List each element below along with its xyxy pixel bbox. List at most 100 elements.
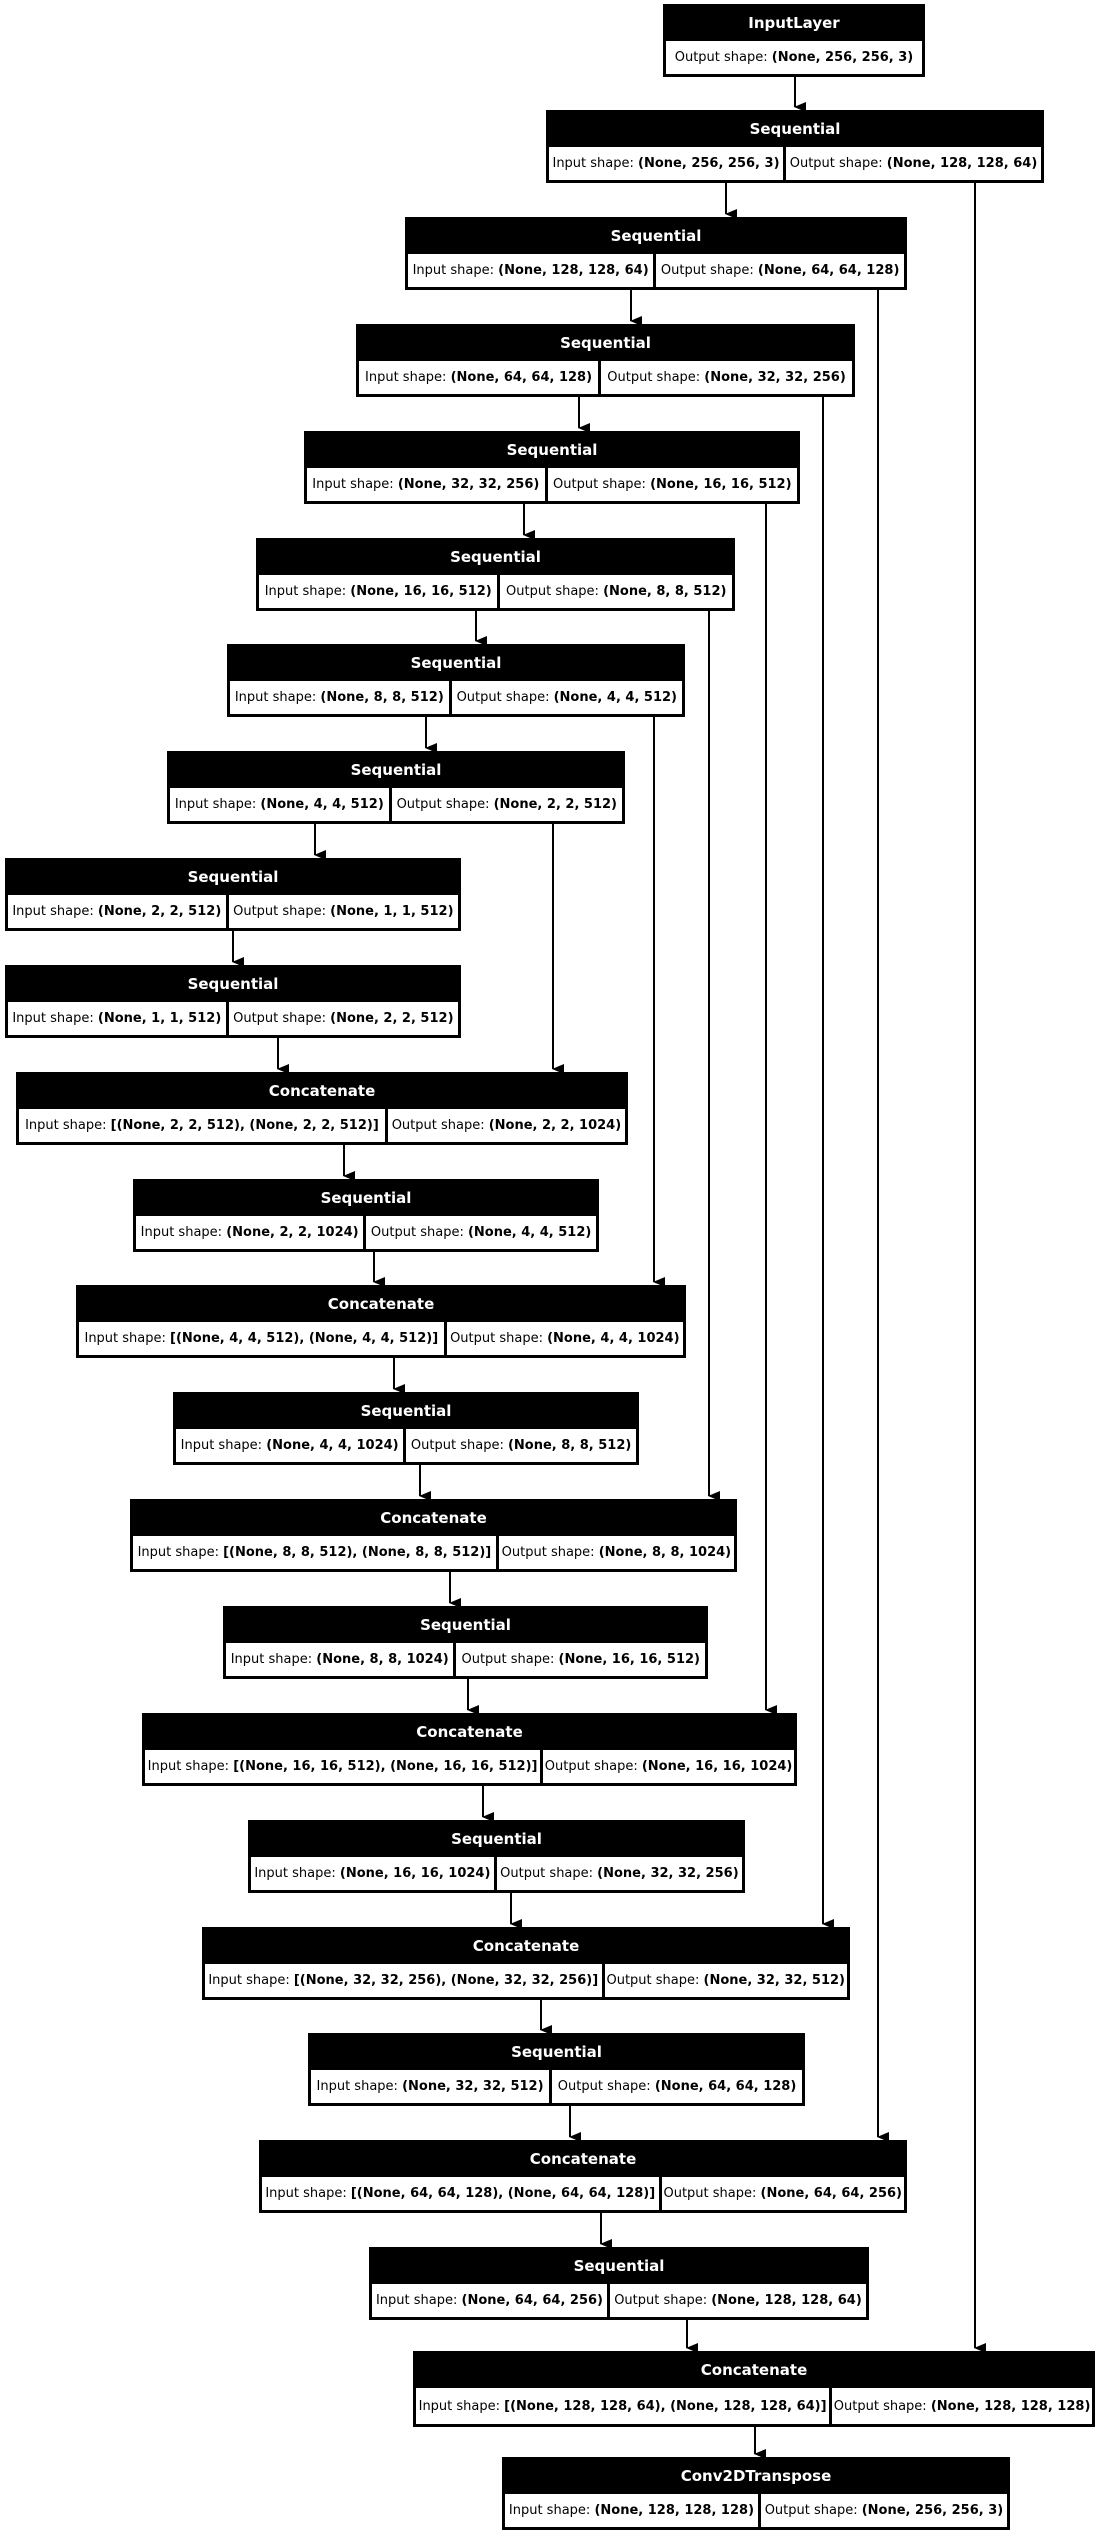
output-shape-value: (None, 64, 64, 128) [654,2079,797,2094]
input-shape-cell: Input shape: [(None, 4, 4, 512), (None, … [79,1322,444,1355]
shape-cells: Input shape: (None, 16, 16, 512)Output s… [256,575,735,611]
input-shape-label: Input shape: [264,584,351,599]
layer-type-label: Sequential [350,761,442,779]
layer-type-label: Sequential [573,2257,665,2275]
input-shape-value: (None, 16, 16, 1024) [339,1866,491,1881]
input-shape-label: Input shape: [234,690,321,705]
output-shape-cell: Output shape: (None, 16, 16, 512) [547,468,797,501]
input-shape-value: (None, 2, 2, 1024) [226,1225,359,1240]
input-shape-label: Input shape: [254,1866,340,1881]
output-shape-value: (None, 4, 4, 512) [553,690,677,705]
output-shape-value: (None, 128, 128, 64) [886,156,1038,171]
output-shape-label: Output shape: [764,2503,862,2518]
input-shape-value: (None, 1, 1, 512) [97,1011,222,1026]
output-shape-value: (None, 4, 4, 1024) [547,1331,680,1346]
layer-type-label: Sequential [450,548,541,566]
input-shape-cell: Input shape: (None, 8, 8, 1024) [226,1643,454,1676]
input-shape-cell: Input shape: (None, 16, 16, 512) [259,575,498,608]
shape-cells: Input shape: [(None, 8, 8, 512), (None, … [130,1536,737,1572]
input-shape-cell: Input shape: (None, 1, 1, 512) [8,1002,226,1035]
input-shape-value: (None, 4, 4, 1024) [266,1438,399,1453]
input-shape-label: Input shape: [147,1759,234,1774]
output-shape-cell: Output shape: (None, 2, 2, 1024) [387,1109,625,1142]
output-shape-label: Output shape: [674,50,772,65]
input-shape-cell: Input shape: (None, 2, 2, 1024) [136,1216,364,1249]
input-shape-value: (None, 64, 64, 256) [461,2293,603,2308]
output-shape-label: Output shape: [506,584,604,599]
output-shape-value: (None, 32, 32, 256) [597,1866,739,1881]
input-shape-cell: Input shape: (None, 64, 64, 256) [372,2284,607,2317]
input-shape-label: Input shape: [12,1011,98,1026]
output-shape-label: Output shape: [557,2079,655,2094]
input-shape-value: [(None, 128, 128, 64), (None, 128, 128, … [504,2398,827,2414]
output-shape-value: (None, 8, 8, 512) [603,584,727,599]
input-shape-cell: Input shape: (None, 256, 256, 3) [549,147,784,180]
output-shape-cell: Output shape: (None, 128, 128, 128) [832,2388,1092,2424]
layer-type-label: Concatenate [529,2150,637,2168]
output-shape-value: (None, 16, 16, 1024) [641,1759,793,1774]
input-shape-cell: Input shape: [(None, 2, 2, 512), (None, … [19,1109,385,1142]
output-shape-label: Output shape: [500,1866,598,1881]
shape-cells: Input shape: (None, 128, 128, 64)Output … [405,254,907,290]
layer-type-label: Concatenate [700,2361,808,2379]
input-shape-value: [(None, 2, 2, 512), (None, 2, 2, 512)] [110,1118,379,1133]
layer-type-label: Sequential [451,1830,542,1848]
input-shape-label: Input shape: [265,2186,351,2201]
output-shape-cell: Output shape: (None, 8, 8, 512) [500,575,732,608]
output-shape-cell: Output shape: (None, 4, 4, 512) [451,681,682,714]
output-shape-value: (None, 16, 16, 512) [558,1652,700,1667]
output-shape-label: Output shape: [789,156,887,171]
output-shape-value: (None, 4, 4, 512) [467,1225,592,1240]
shape-cells: Input shape: (None, 8, 8, 1024)Output sh… [223,1643,708,1679]
output-shape-value: (None, 256, 256, 3) [861,2503,1004,2518]
input-shape-label: Input shape: [312,477,398,492]
output-shape-label: Output shape: [396,797,494,812]
input-shape-label: Input shape: [208,1973,294,1988]
input-shape-value: [(None, 32, 32, 256), (None, 32, 32, 256… [293,1973,599,1988]
layer-type-label: Concatenate [472,1937,580,1955]
output-shape-value: (None, 32, 32, 512) [703,1973,845,1988]
output-shape-label: Output shape: [614,2293,712,2308]
layer-type-label: Concatenate [268,1082,376,1100]
layer-type-label: Sequential [560,334,651,352]
output-shape-cell: Output shape: (None, 64, 64, 128) [552,2070,802,2103]
shape-cells: Input shape: (None, 4, 4, 1024)Output sh… [173,1429,639,1465]
shape-cells: Input shape: (None, 16, 16, 1024) Output … [248,1857,745,1893]
input-shape-cell: Input shape: (None, 2, 2, 512) [8,895,226,928]
input-shape-value: (None, 128, 128, 64) [498,263,649,278]
output-shape-cell: Output shape: (None, 64, 64, 256) [661,2177,904,2210]
shape-cells: Output shape: (None, 256, 256, 3) [663,41,925,77]
input-shape-value: (None, 32, 32, 256) [397,477,540,492]
output-shape-label: Output shape: [660,263,758,278]
output-shape-cell: Output shape: (None, 256, 256, 3) [666,41,922,74]
input-shape-value: (None, 32, 32, 512) [402,2079,544,2094]
shape-cells: Input shape: (None, 32, 32, 256)Output s… [304,468,800,504]
shape-cells: Input shape: (None, 256, 256, 3) Output s… [546,147,1044,183]
shape-cells: Input shape: [(None, 128, 128, 64), (Non… [413,2388,1095,2427]
shape-cells: Input shape: [(None, 16, 16, 512), (None… [142,1750,797,1786]
output-shape-cell: Output shape: (None, 4, 4, 512) [366,1216,596,1249]
shape-cells: Input shape: [(None, 4, 4, 512), (None, … [76,1322,686,1358]
output-shape-cell: Output shape: (None, 2, 2, 512) [391,788,622,821]
input-shape-cell: Input shape: (None, 4, 4, 512) [170,788,389,821]
input-shape-label: Input shape: [552,156,639,171]
input-shape-cell: Input shape: (None, 32, 32, 256) [307,468,545,501]
input-shape-label: Input shape: [316,2079,403,2094]
shape-cells: Input shape: (None, 8, 8, 512)Output sha… [227,681,685,717]
output-shape-cell: Output shape: (None, 32, 32, 512) [604,1964,847,1997]
output-shape-label: Output shape: [606,1973,704,1988]
output-shape-cell: Output shape: (None, 8, 8, 512) [406,1429,636,1462]
output-shape-label: Output shape: [410,1438,508,1453]
input-shape-cell: Input shape: (None, 32, 32, 512) [311,2070,550,2103]
layer-type-label: Sequential [506,441,598,459]
